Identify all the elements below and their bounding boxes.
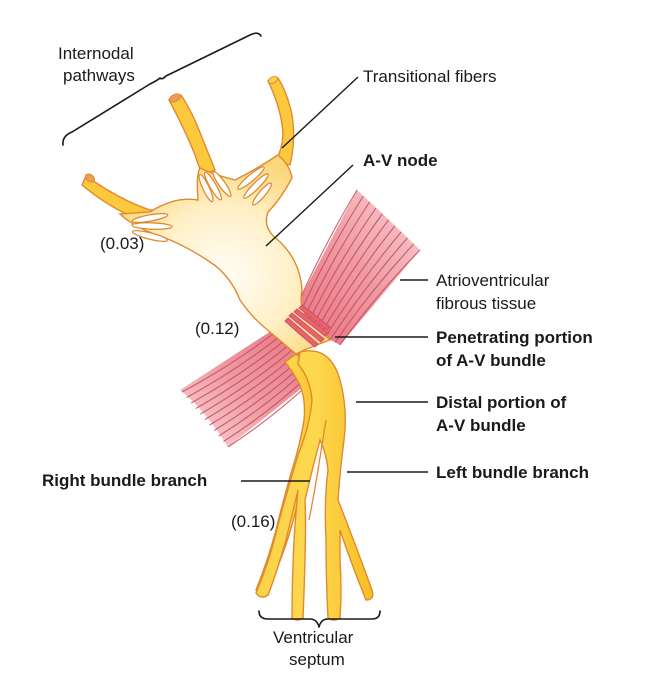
label-distal-1: Distal portion of <box>436 393 567 412</box>
label-septum-1: Ventricular <box>273 628 354 647</box>
tissue-fiber <box>329 237 408 340</box>
transitional-slit <box>198 173 214 203</box>
tissue-fiber <box>339 249 421 346</box>
internodal-pathway-middle <box>168 94 216 176</box>
bundle-trunk <box>255 350 374 621</box>
transitional-slit <box>131 212 169 224</box>
transitional-fibers <box>131 166 272 242</box>
tissue-fiber <box>320 225 396 335</box>
leader-transitional <box>281 76 359 149</box>
leader-lines <box>241 76 428 482</box>
tissue-fiber <box>325 231 402 338</box>
tissue-fiber <box>315 219 389 332</box>
internodal-pathway-right <box>267 77 295 166</box>
transitional-slit <box>203 171 223 201</box>
labels: Internodal pathways Transitional fibers … <box>42 44 593 669</box>
label-atrioventricular-2: fibrous tissue <box>436 294 536 313</box>
transitional-slit <box>131 230 169 242</box>
av-fibrous-tissue-lower <box>180 322 319 448</box>
transitional-slit <box>237 166 265 190</box>
internodal-brace <box>62 32 262 146</box>
label-left-bundle: Left bundle branch <box>436 463 589 482</box>
label-av-node: A-V node <box>363 151 438 170</box>
av-node <box>118 154 332 355</box>
transitional-slit <box>243 173 269 199</box>
label-atrioventricular-1: Atrioventricular <box>436 271 550 290</box>
transitional-slit <box>212 170 232 198</box>
label-distal-2: A-V bundle <box>436 416 526 435</box>
penetrating-portion <box>284 304 331 348</box>
tissue-fiber <box>310 213 383 330</box>
leader-av-node <box>265 164 354 247</box>
label-internodal-2: pathways <box>63 66 135 85</box>
timing-0-16: (0.16) <box>231 512 275 531</box>
timing-0-12: (0.12) <box>195 319 239 338</box>
label-penetrating-1: Penetrating portion <box>436 328 593 347</box>
transitional-slit <box>252 182 272 206</box>
tissue-fiber <box>195 338 296 409</box>
label-penetrating-2: of A-V bundle <box>436 351 546 370</box>
timing-0-03: (0.03) <box>100 234 144 253</box>
label-septum-2: septum <box>289 650 345 669</box>
label-internodal-1: Internodal <box>58 44 134 63</box>
label-right-bundle: Right bundle branch <box>42 471 207 490</box>
label-transitional-fibers: Transitional fibers <box>363 67 497 86</box>
septum-brace <box>258 610 381 628</box>
transitional-slit <box>131 222 173 230</box>
tissue-fiber <box>334 243 415 343</box>
tissue-fiber <box>200 343 300 415</box>
